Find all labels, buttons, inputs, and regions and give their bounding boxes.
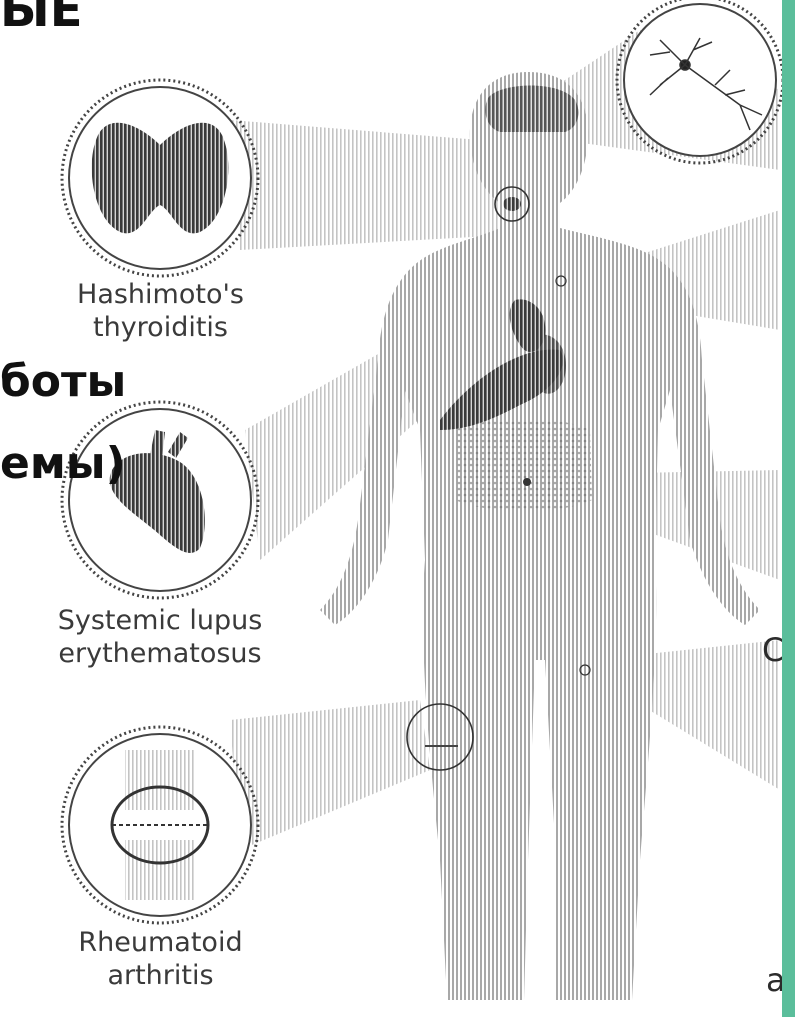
knee-inset [62, 727, 258, 923]
heading-fragment-top: ЫЕ [0, 0, 83, 34]
right-edge-fragment-c: C [762, 632, 784, 668]
thyroid-inset [62, 80, 258, 276]
label-rheumatoid: Rheumatoid arthritis [38, 926, 283, 992]
label-lupus: Systemic lupus erythematosus [25, 604, 295, 670]
accent-rail [782, 0, 795, 1017]
intestines [455, 419, 592, 512]
label-hashimoto-line1: Hashimoto's [38, 278, 283, 311]
brain-icon [485, 86, 578, 133]
heart-inset [62, 402, 258, 598]
label-rheumatoid-line1: Rheumatoid [38, 926, 283, 959]
label-hashimoto-line2: thyroiditis [38, 311, 283, 344]
heading-fragment-line1: боты [0, 358, 126, 406]
heading-fragment-line2: емы) [0, 440, 126, 488]
label-hashimoto: Hashimoto's thyroiditis [38, 278, 283, 344]
label-lupus-line2: erythematosus [25, 637, 295, 670]
label-rheumatoid-line2: arthritis [38, 959, 283, 992]
label-lupus-line1: Systemic lupus [25, 604, 295, 637]
